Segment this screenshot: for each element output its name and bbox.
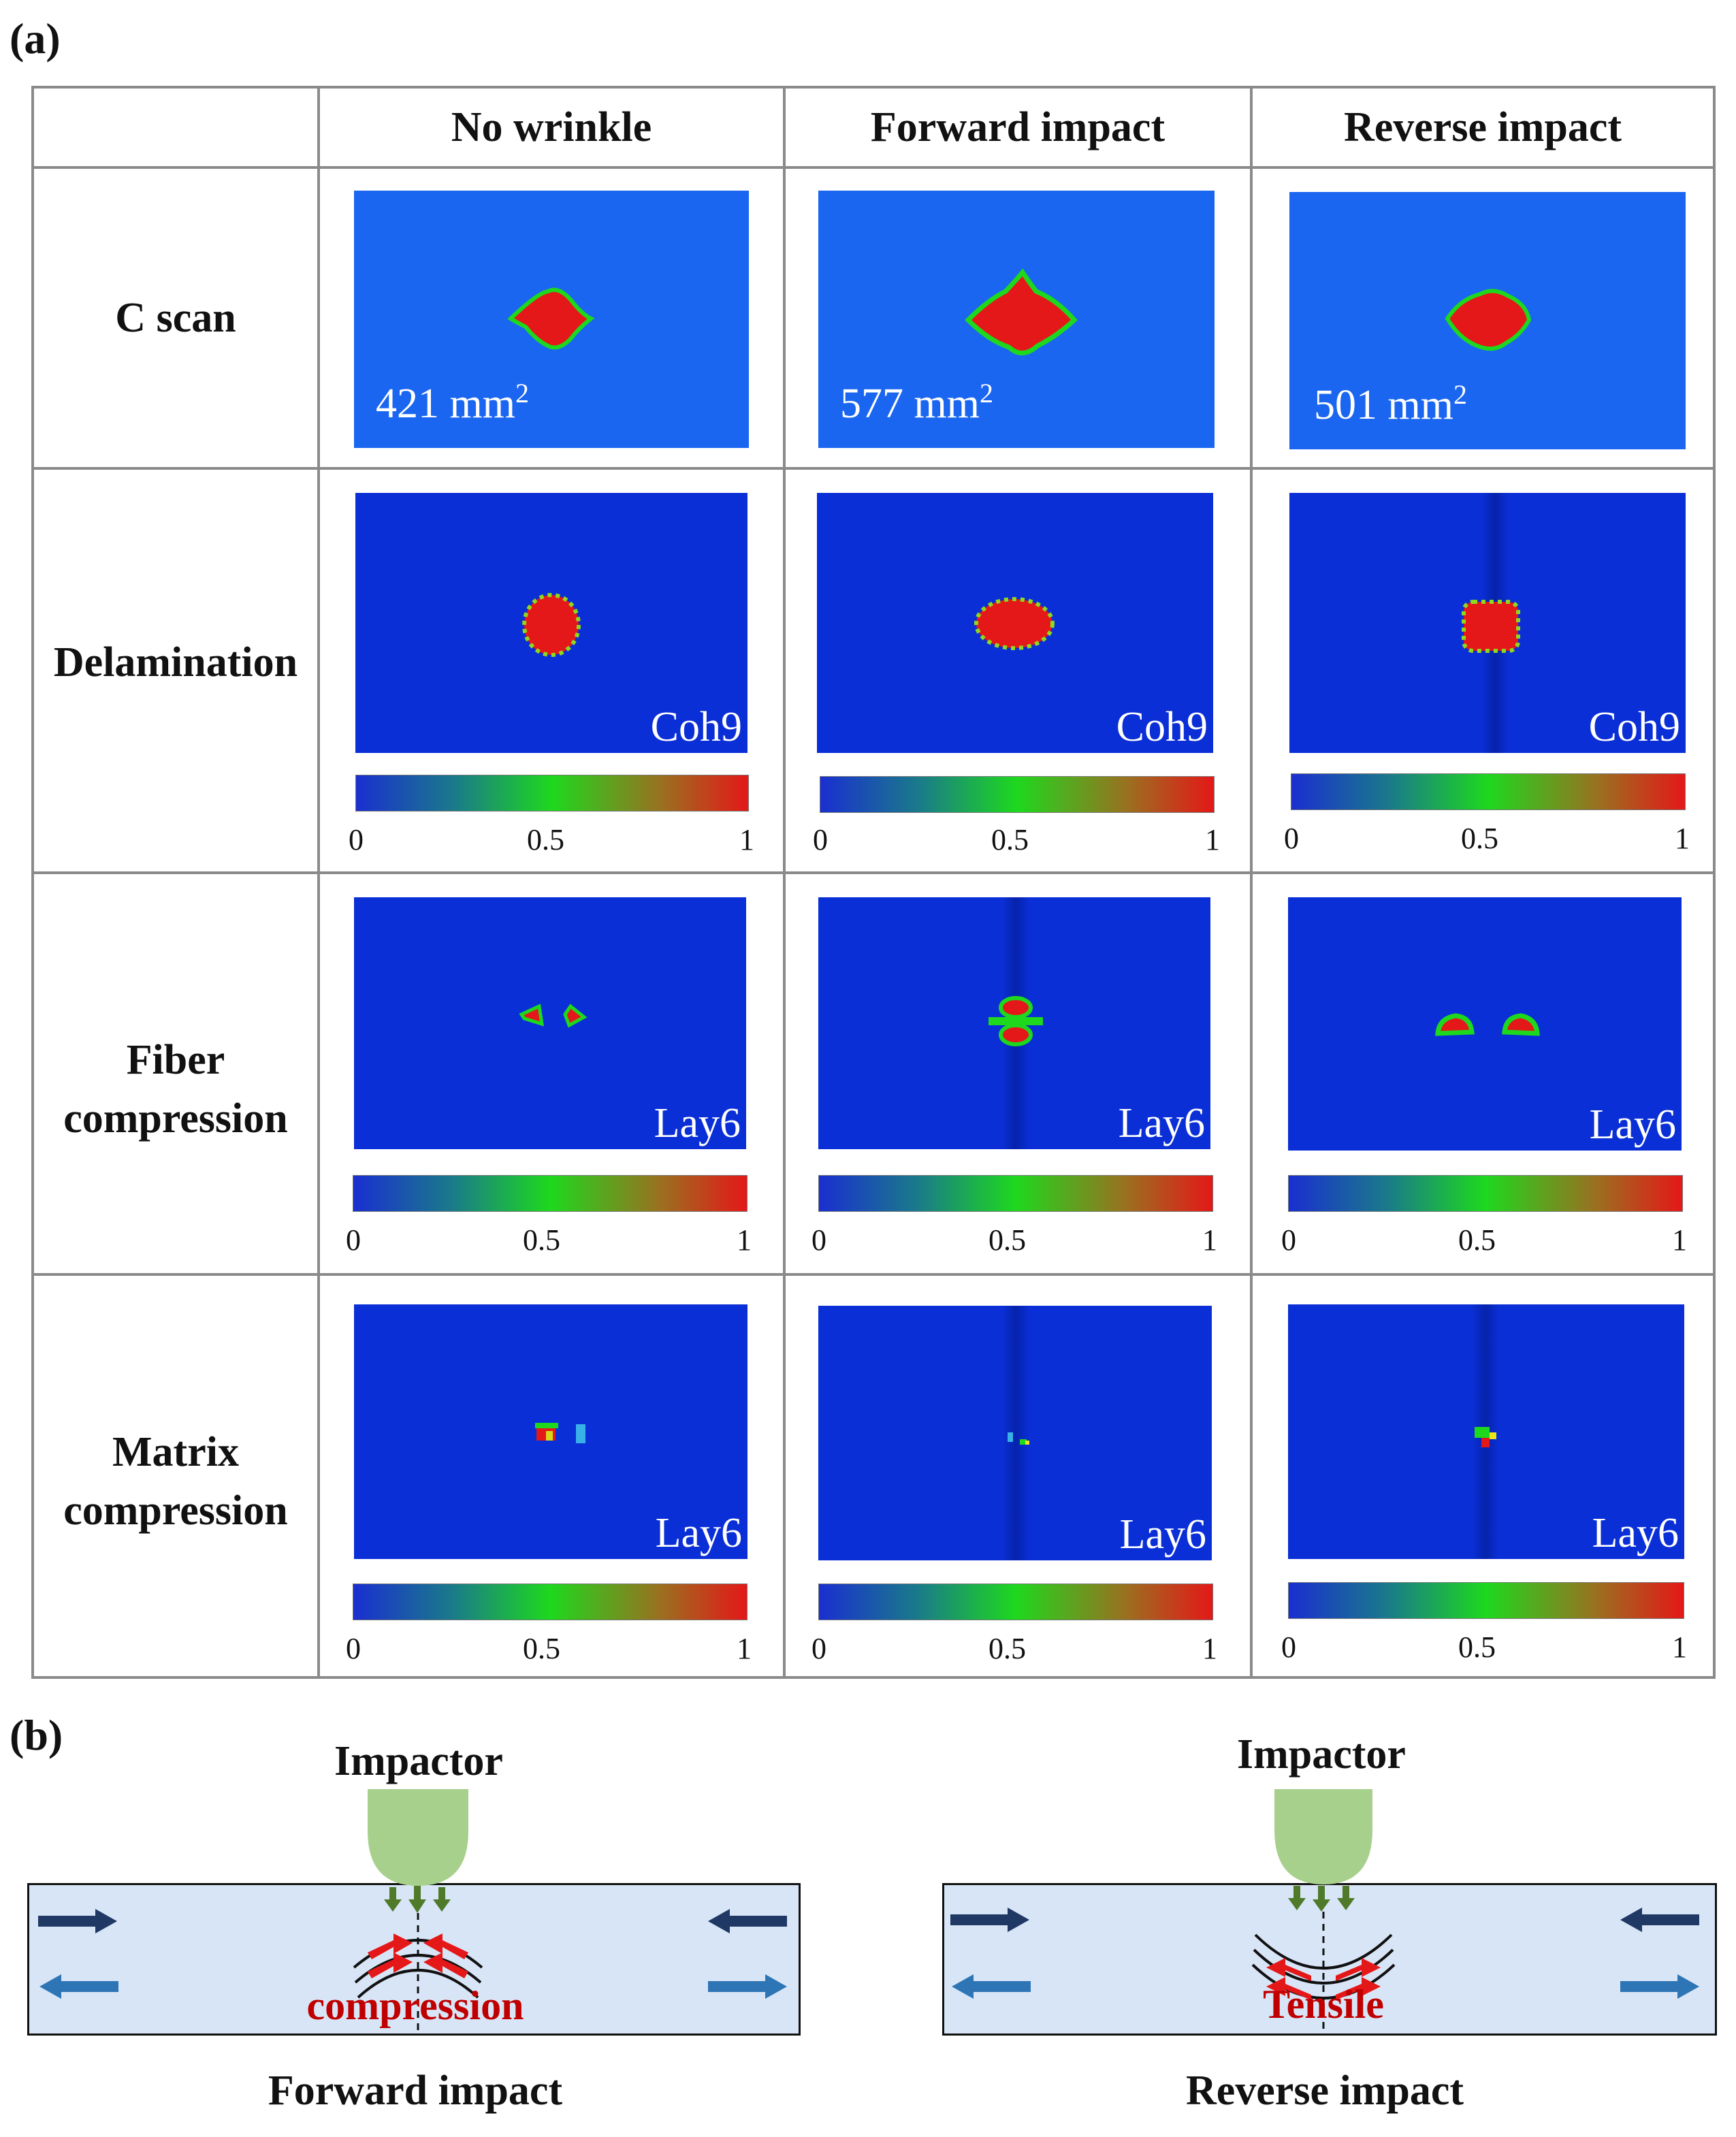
column-header-reverse-impact: Reverse impact	[1344, 104, 1622, 150]
colorbar-tick-0: 0	[813, 823, 828, 856]
forward-impact-graphics	[38, 1789, 787, 2036]
c-scan-area-no-wrinkle: 421 mm2	[376, 378, 529, 427]
row-label-matrix-compression: Matrix compression	[63, 1429, 288, 1534]
colorbar-tick-0-5: 0.5	[1458, 1630, 1496, 1664]
c-scan-area-reverse-impact: 501 mm2	[1314, 379, 1467, 428]
colorbar-tick-0: 0	[1281, 1223, 1296, 1257]
c-scan-image-reverse-impact: 501 mm2	[1289, 192, 1686, 449]
colorbar-tick-0: 0	[346, 1632, 361, 1665]
reverse-impact-caption: Reverse impact	[1186, 2068, 1464, 2114]
layer-label-lay6: Lay6	[654, 1100, 741, 1146]
colorbar-tick-1: 1	[1202, 1632, 1217, 1665]
colorbar	[820, 776, 1215, 813]
colorbar-tick-0-5: 0.5	[1461, 822, 1498, 855]
delamination-image-reverse-impact: Coh9	[1289, 493, 1686, 753]
colorbar-tick-1: 1	[1672, 1223, 1687, 1257]
delamination-image-forward-impact: Coh9	[817, 493, 1213, 753]
colorbar-tick-0: 0	[346, 1223, 361, 1257]
colorbar	[1288, 1582, 1684, 1619]
colorbar	[1288, 1175, 1683, 1212]
c-scan-image-forward-impact: 577 mm2	[818, 191, 1215, 448]
c-scan-image-no-wrinkle: 421 mm2	[354, 191, 749, 448]
colorbar-tick-0-5: 0.5	[1458, 1223, 1496, 1257]
colorbar-tick-0: 0	[349, 823, 364, 856]
colorbar-tick-0-5: 0.5	[988, 1223, 1026, 1257]
impactor-label: Impactor	[334, 1738, 503, 1784]
layer-label-coh9: Coh9	[1588, 704, 1680, 750]
colorbar-tick-0-5: 0.5	[988, 1632, 1026, 1665]
layer-label-lay6: Lay6	[1119, 1511, 1206, 1558]
colorbar-tick-0: 0	[811, 1223, 826, 1257]
row-label-delamination: Delamination	[53, 639, 298, 686]
impactor-label: Impactor	[1237, 1731, 1406, 1778]
column-header-no-wrinkle: No wrinkle	[451, 104, 652, 150]
tensile-label: Tensile	[1263, 1982, 1384, 2027]
colorbar	[353, 1584, 748, 1620]
colorbar-tick-0: 0	[1281, 1630, 1296, 1664]
colorbar-tick-1: 1	[737, 1223, 752, 1257]
colorbar-tick-1: 1	[1205, 823, 1220, 856]
layer-label-lay6: Lay6	[1589, 1102, 1676, 1148]
forward-impact-caption: Forward impact	[268, 2068, 563, 2114]
row-label-c-scan: C scan	[115, 295, 236, 341]
laminate-plate	[942, 1883, 1717, 2036]
layer-label-lay6: Lay6	[1118, 1100, 1205, 1146]
matrix-compression-image-forward-impact: Lay6	[818, 1306, 1212, 1560]
c-scan-area-forward-impact: 577 mm2	[840, 378, 993, 427]
colorbar-tick-0: 0	[811, 1632, 826, 1665]
colorbar-tick-1: 1	[1202, 1223, 1217, 1257]
colorbar	[818, 1584, 1213, 1620]
colorbar-tick-1: 1	[1672, 1630, 1687, 1664]
colorbar-tick-1: 1	[737, 1632, 752, 1665]
layer-label-coh9: Coh9	[1116, 704, 1208, 750]
fiber-compression-image-reverse-impact: Lay6	[1288, 897, 1682, 1151]
delamination-image-no-wrinkle: Coh9	[355, 493, 748, 753]
colorbar-tick-0: 0	[1284, 822, 1299, 855]
colorbar	[353, 1175, 748, 1212]
column-header-forward-impact: Forward impact	[870, 104, 1166, 150]
fiber-compression-image-no-wrinkle: Lay6	[354, 897, 746, 1149]
colorbar-tick-1: 1	[739, 823, 754, 856]
matrix-compression-image-no-wrinkle: Lay6	[354, 1304, 748, 1559]
colorbar	[818, 1175, 1213, 1212]
colorbar-tick-1: 1	[1675, 822, 1690, 855]
colorbar-tick-0-5: 0.5	[523, 1223, 560, 1257]
layer-label-coh9: Coh9	[650, 704, 742, 750]
colorbar-tick-0-5: 0.5	[527, 823, 564, 856]
colorbar	[1291, 773, 1686, 810]
matrix-compression-image-reverse-impact: Lay6	[1288, 1304, 1684, 1559]
fiber-compression-image-forward-impact: Lay6	[818, 897, 1210, 1149]
colorbar-tick-0-5: 0.5	[523, 1632, 560, 1665]
panel-b-label: (b)	[10, 1711, 63, 1759]
layer-label-lay6: Lay6	[655, 1510, 742, 1556]
colorbar-tick-0-5: 0.5	[991, 823, 1029, 856]
colorbar	[355, 775, 749, 812]
layer-label-lay6: Lay6	[1592, 1510, 1679, 1556]
compression-label: compression	[306, 1983, 524, 2028]
laminate-plate	[27, 1883, 801, 2036]
row-label-fiber-compression: Fiber compression	[63, 1037, 288, 1142]
panel-a-label: (a)	[10, 14, 61, 63]
reverse-impact-graphics	[950, 1789, 1699, 2036]
